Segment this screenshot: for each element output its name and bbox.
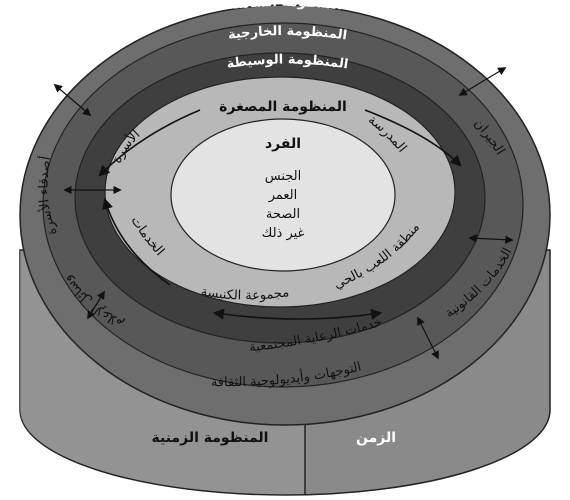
temporal-label: المنظومة الزمنية [152, 430, 269, 446]
arrow-upper-right [458, 67, 507, 96]
arrow-right [468, 234, 514, 244]
time-label: الزمن [356, 430, 396, 446]
meso-arrow-lower-left [102, 197, 171, 286]
external-label: المنظومة الخارجية [227, 24, 348, 43]
meso-arrow-left [98, 109, 201, 177]
ring-arrows [53, 67, 514, 360]
trait-other: غير ذلك [262, 226, 305, 241]
trait-gender: الجنس [265, 169, 301, 184]
meso-arrows [98, 109, 462, 320]
meso-arrow-right [364, 109, 462, 167]
micro-church-group: مجموعة الكنيسة [199, 284, 290, 303]
trait-age: العمر [268, 188, 298, 203]
meso-label: المنظومة الوسيطة [226, 52, 350, 72]
micro-label: المنظومة المصغرة [219, 99, 347, 115]
trait-health: الصحة [266, 207, 300, 222]
arrow-lower-left [87, 290, 105, 320]
arrow-lower-right [417, 316, 439, 360]
individual-title: الفرد [265, 136, 301, 152]
meso-arrow-bottom [212, 308, 383, 320]
arrow-upper-left [53, 83, 92, 117]
individual-circle [170, 118, 396, 272]
comprehensive-label: المنظومة الشاملة [227, 0, 343, 13]
